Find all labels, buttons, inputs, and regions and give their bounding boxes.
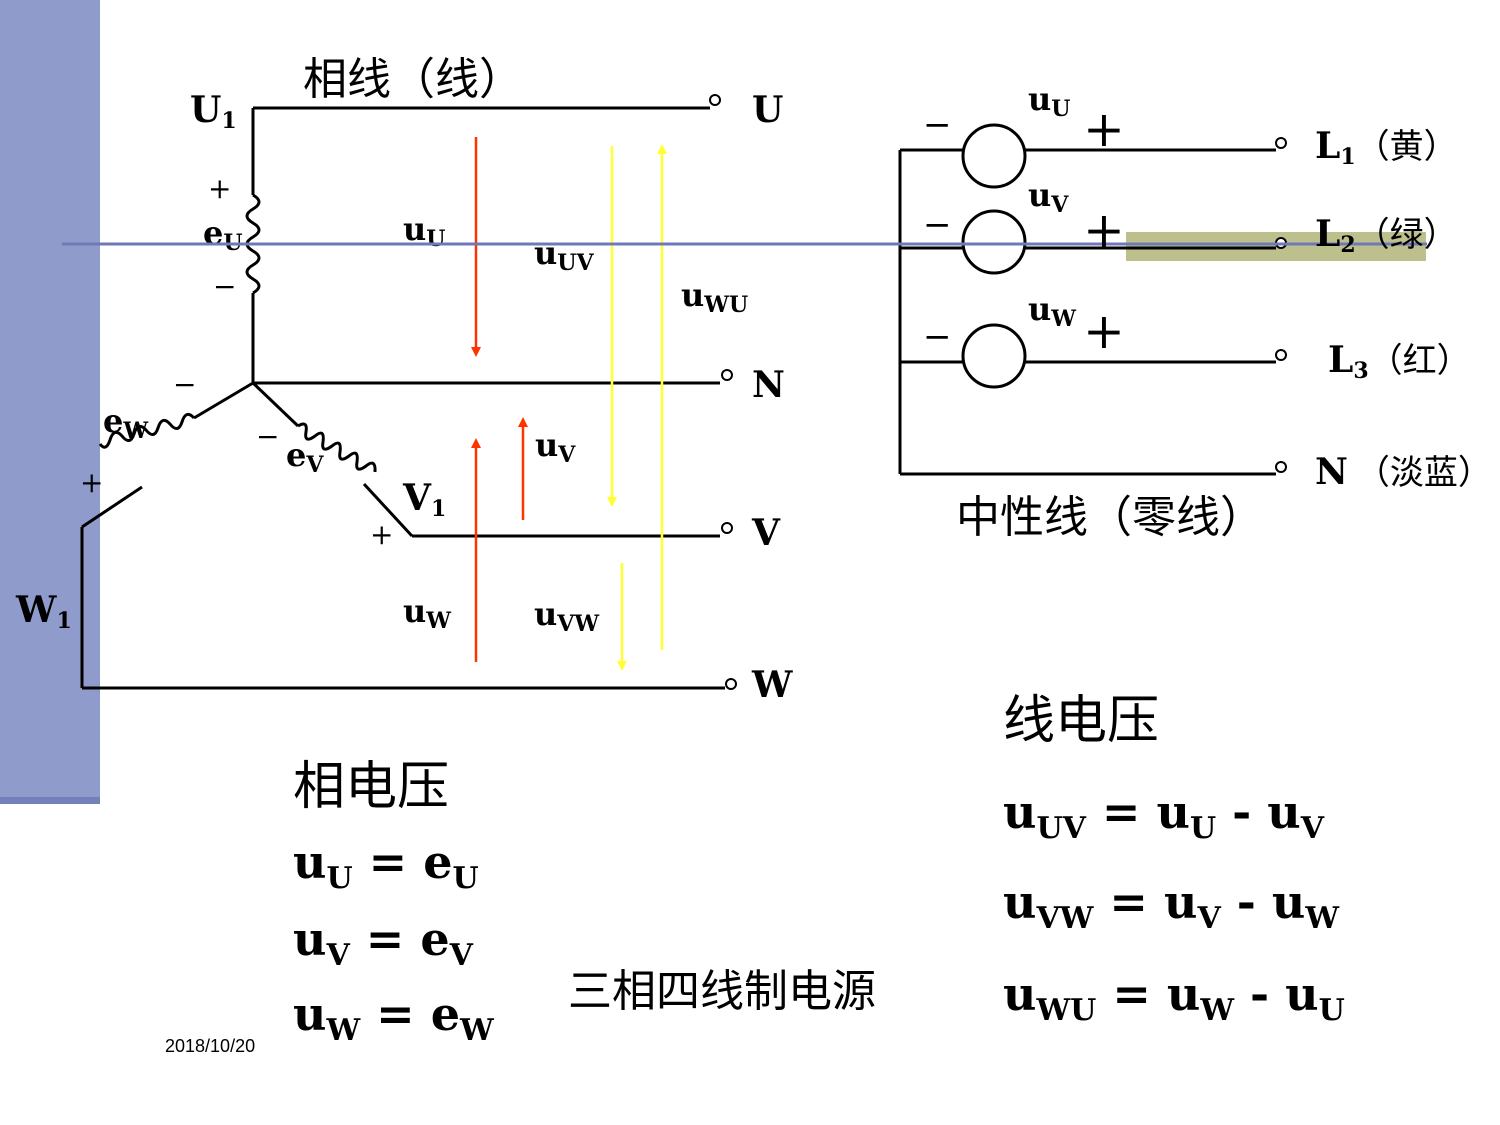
phase-eq-3: uW = eW <box>293 987 495 1048</box>
right-labels: uU uV uW − − − + + + L1（黄） L2（绿） L3（红） N… <box>923 80 1492 543</box>
terminal-l1 <box>1275 137 1287 149</box>
w-coil-lead-bottom <box>81 485 143 529</box>
slide-date: 2018/10/20 <box>165 1036 256 1056</box>
phase-eq-1: uU = eU <box>293 835 479 896</box>
emf-w-label: eW <box>103 402 148 444</box>
src-u-label: uU <box>1028 80 1070 122</box>
terminal-w <box>725 678 737 690</box>
out-v-label: V <box>751 512 781 554</box>
out-n-label: N <box>752 364 785 406</box>
v-minus: − <box>256 420 279 453</box>
source-u <box>961 123 1027 189</box>
line-eq-3: uWU = uW - uU <box>1003 967 1345 1028</box>
l2-label: L2（绿） <box>1315 213 1458 258</box>
phase-voltage-block: 相电压 uU = eU uV = eV uW = eW <box>293 757 495 1048</box>
terminal-n-right <box>1275 461 1287 473</box>
v-coil-lead-bottom <box>362 482 414 538</box>
emf-u-label: eU <box>203 214 243 256</box>
source-w <box>961 323 1027 389</box>
terminal-v <box>721 522 733 534</box>
emf-v-label: eV <box>286 436 324 478</box>
src-v-plus: + <box>1083 201 1125 259</box>
l3-label: L3（红） <box>1328 339 1471 384</box>
line-eq-1: uUV = uU - uV <box>1003 785 1325 846</box>
w-plus: + <box>80 466 103 499</box>
u-plus: + <box>208 172 231 205</box>
u1-label: U1 <box>190 89 237 134</box>
src-w-label: uW <box>1028 290 1076 332</box>
phase-voltage-title: 相电压 <box>293 757 449 817</box>
voltage-arrows <box>471 137 667 671</box>
out-u-label: U <box>752 89 783 131</box>
src-w-plus: + <box>1083 302 1125 360</box>
terminal-u <box>709 94 721 106</box>
w-coil-lead-top <box>193 381 254 420</box>
left-labels: 相线（线） U1 V1 W1 eU eV eW + − − + − + U N … <box>15 54 793 706</box>
line-eq-2: uVW = uV - uW <box>1003 875 1340 936</box>
right-circuit <box>898 123 1287 476</box>
phase-v-arrow-label: uV <box>535 426 576 468</box>
phase-eq-2: uV = eV <box>293 912 474 973</box>
src-u-minus: − <box>923 105 952 145</box>
terminal-n <box>721 369 733 381</box>
phase-w-arrow-label: uW <box>403 592 451 634</box>
w1-label: W1 <box>15 589 72 634</box>
line-wu-arrow-label: uWU <box>681 276 748 318</box>
terminal-l3 <box>1275 349 1287 361</box>
left-circuit <box>80 94 737 690</box>
l1-label: L1（黄） <box>1315 125 1458 170</box>
line-uv-arrow-label: uUV <box>534 234 594 276</box>
src-v-label: uV <box>1028 176 1069 218</box>
source-v <box>961 209 1027 275</box>
w-minus: − <box>173 368 196 401</box>
caption: 三相四线制电源 <box>568 966 876 1017</box>
out-w-label: W <box>751 664 793 706</box>
line-voltage-block: 线电压 uUV = uU - uV uVW = uV - uW uWU = uW… <box>1003 691 1345 1028</box>
coil-w <box>98 412 196 449</box>
u-minus: − <box>213 270 236 303</box>
line-vw-arrow-label: uVW <box>534 595 599 637</box>
neutral-line-label: 中性线（零线） <box>956 492 1264 543</box>
v1-label: V1 <box>402 477 446 522</box>
phase-u-arrow-label: uU <box>403 210 445 252</box>
src-v-minus: − <box>923 205 952 245</box>
line-voltage-title: 线电压 <box>1003 691 1159 751</box>
phase-line-label: 相线（线） <box>303 54 523 105</box>
coil-v <box>297 422 377 473</box>
n-label-right: N（淡蓝） <box>1315 451 1492 493</box>
v-coil-lead-top <box>251 381 300 428</box>
src-w-minus: − <box>923 317 952 357</box>
v-plus: + <box>370 518 393 551</box>
src-u-plus: + <box>1083 100 1125 158</box>
